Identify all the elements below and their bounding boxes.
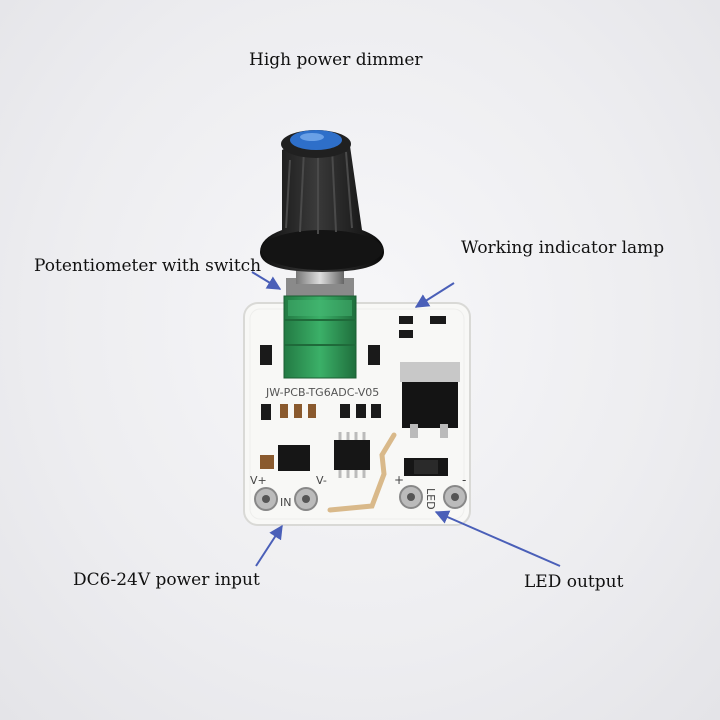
potentiometer-label: Potentiometer with switch (34, 256, 262, 276)
smd-components (260, 316, 446, 469)
arrow-potentiometer (251, 271, 282, 290)
pcb-model-text: JW-PCB-TG6ADC-V05 (265, 386, 379, 399)
ic-chips (278, 432, 448, 478)
pcb-plus-text: + (394, 473, 404, 487)
pcb-vplus-text: V+ (250, 474, 267, 487)
pcb-led-text: LED (424, 488, 437, 510)
mosfet (400, 362, 460, 438)
power-input-label: DC6-24V power input (73, 570, 260, 590)
jumper-wire (327, 432, 397, 513)
arrow-indicator (414, 282, 455, 308)
potentiometer-body (283, 278, 357, 379)
arrow-power-input (255, 524, 283, 567)
indicator-label: Working indicator lamp (461, 238, 665, 258)
arrow-led-output (434, 510, 561, 567)
pcb-vminus-text: V- (316, 474, 327, 487)
pcb-in-text: IN (280, 496, 291, 509)
led-output-label: LED output (524, 572, 624, 592)
title-label: High power dimmer (249, 50, 423, 70)
knob (260, 130, 384, 272)
solder-pads (254, 485, 467, 511)
pcb-minus-text: - (462, 473, 466, 487)
